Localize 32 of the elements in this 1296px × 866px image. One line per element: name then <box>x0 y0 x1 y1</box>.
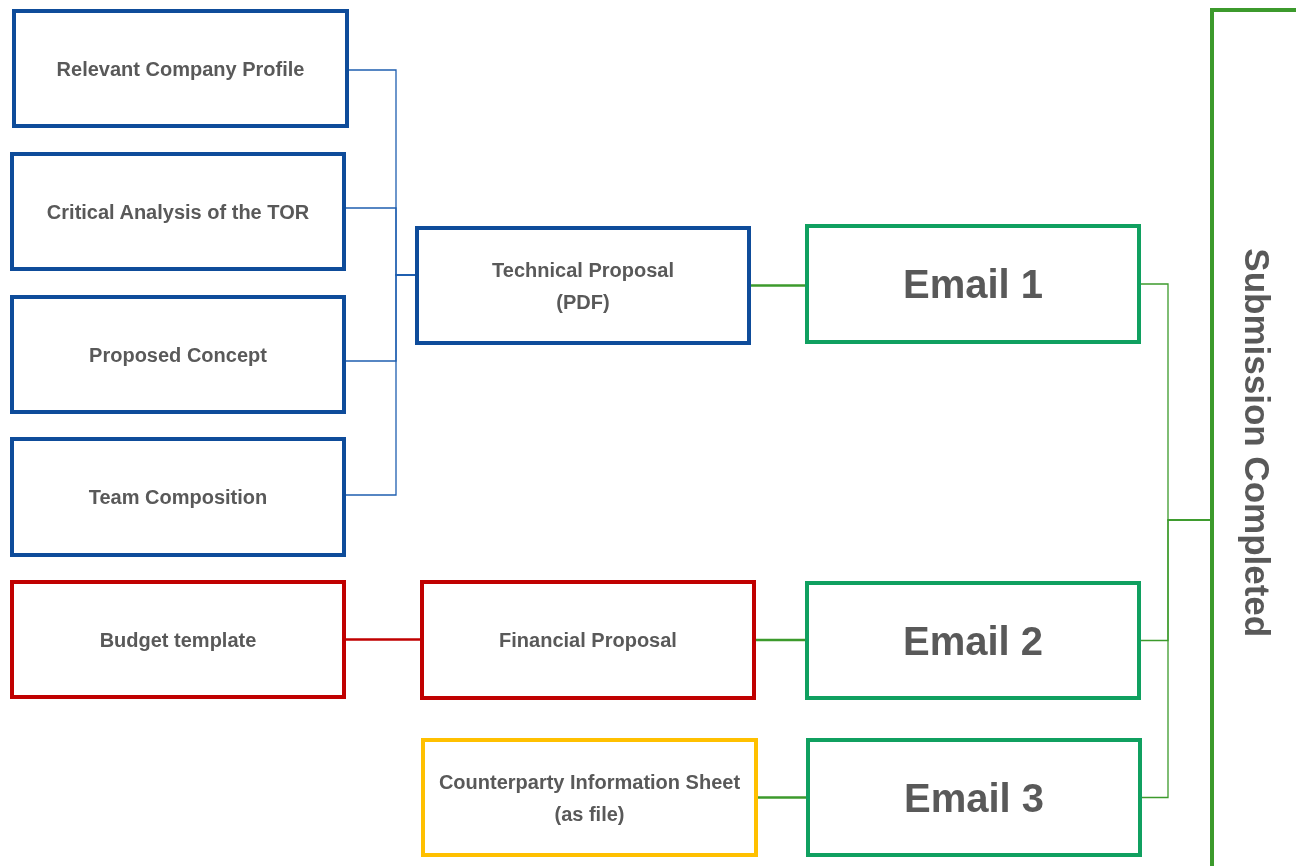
process-box <box>806 738 1142 857</box>
connector-line <box>756 638 805 642</box>
connector-line <box>1141 519 1211 799</box>
connector-line <box>346 638 420 641</box>
box-label: Email 1 <box>902 261 1044 308</box>
process-box <box>10 580 346 699</box>
box-label: Email 3 <box>903 774 1045 822</box>
stage-box <box>1210 8 1296 866</box>
box-label: Team Composition <box>88 485 268 510</box>
box-label: Relevant Company Profile <box>56 56 305 82</box>
process-box <box>10 437 346 557</box>
box-label: Proposed Concept <box>89 342 267 368</box>
connector-line <box>345 274 416 496</box>
box-label: Email 2 <box>902 617 1044 665</box>
box-label: Counterparty Information Sheet <box>438 769 741 795</box>
connector-line <box>758 796 806 799</box>
box-label: (PDF) <box>556 289 610 315</box>
process-box <box>421 738 758 857</box>
box-label: (as file) <box>554 801 625 827</box>
connector-line <box>751 284 805 287</box>
process-box <box>805 224 1141 344</box>
box-label: Financial Proposal <box>499 628 677 653</box>
process-box <box>415 226 751 345</box>
stage-label: Submission Completed <box>1236 248 1278 638</box>
process-box <box>10 152 346 271</box>
process-box <box>805 581 1141 700</box>
box-label: Budget template <box>99 627 257 653</box>
box-label: Technical Proposal <box>492 257 674 283</box>
process-box <box>12 9 349 128</box>
process-box <box>10 295 346 414</box>
box-label: Critical Analysis of the TOR <box>46 199 310 225</box>
process-box <box>420 580 756 700</box>
